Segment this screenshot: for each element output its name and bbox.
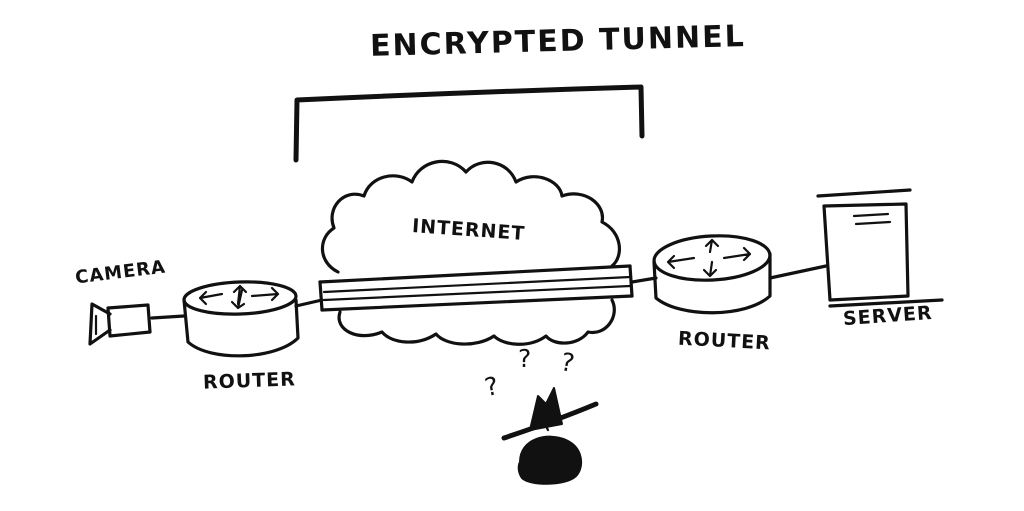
tunnel-bracket — [293, 84, 645, 163]
link-router-tunnel — [294, 298, 324, 308]
router-left-icon — [182, 280, 300, 358]
router-right-icon — [652, 234, 772, 315]
cloud-icon — [320, 159, 621, 346]
router-left-label: ROUTER — [202, 368, 297, 394]
question-mark: ? — [518, 344, 532, 373]
link-tunnel-router — [630, 276, 658, 284]
tunnel-pipe — [318, 264, 634, 312]
server-icon — [816, 188, 944, 308]
link-camera-router — [150, 314, 186, 320]
eavesdropper-icon — [501, 387, 599, 485]
link-router-server — [768, 264, 828, 280]
camera-icon — [88, 302, 152, 346]
